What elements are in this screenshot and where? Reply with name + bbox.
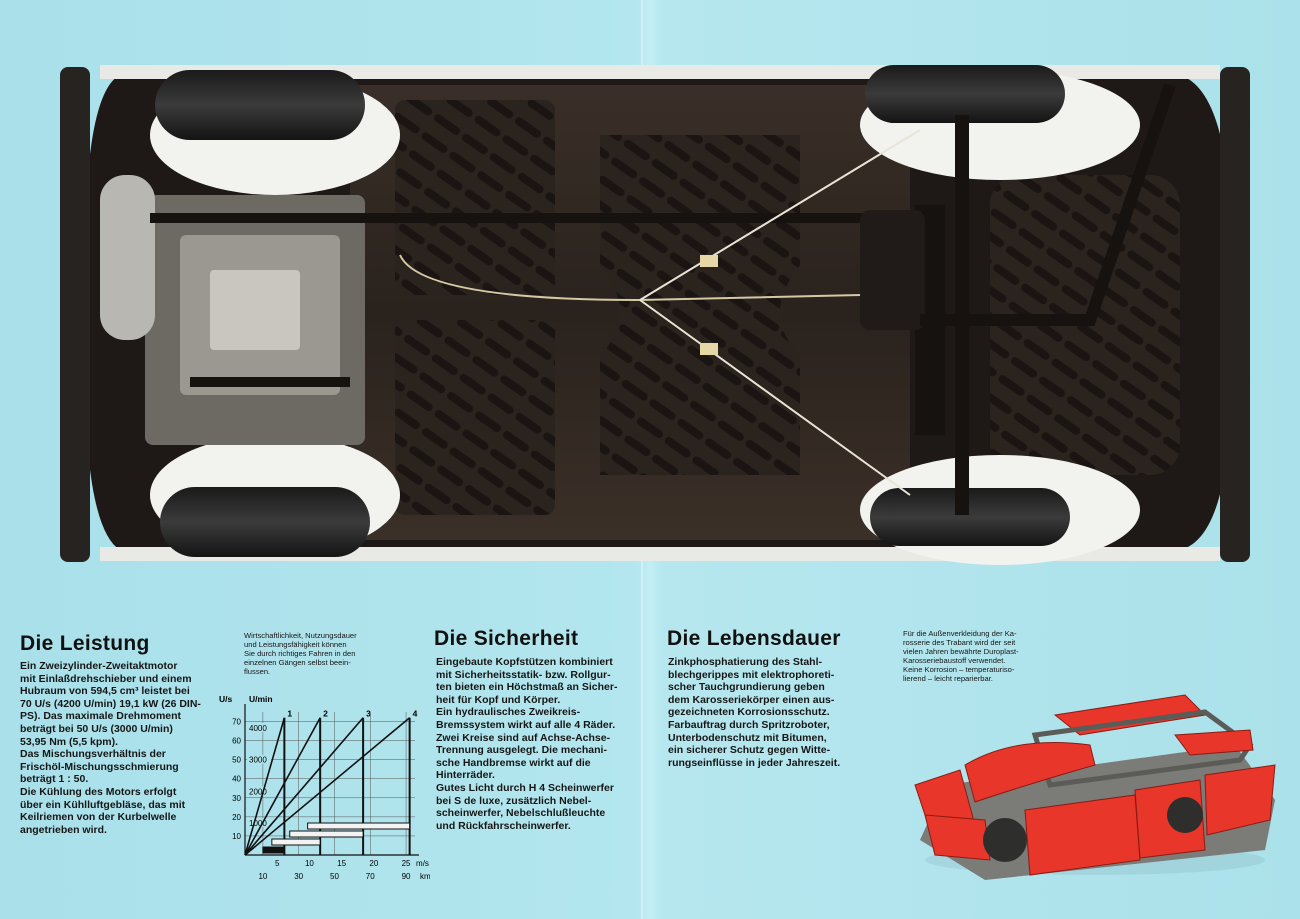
x-bottom-tick: 30 — [294, 872, 303, 881]
series-line-2 — [244, 717, 321, 856]
text-leistung: Ein Zweizylinder-Zweitaktmotor mit Einla… — [20, 660, 201, 836]
text-aussenverkleidung: Für die Außenverkleidung der Ka- rosseri… — [903, 629, 1019, 683]
y-right-label: U/min — [249, 694, 273, 704]
x-top-tick: 15 — [337, 859, 346, 868]
heading-sicherheit: Die Sicherheit — [434, 627, 579, 650]
x-bottom-tick: 50 — [330, 872, 339, 881]
x-top-tick: 5 — [275, 859, 280, 868]
y-right-tick-bg — [247, 754, 271, 764]
y-right-tick-bg — [247, 786, 271, 796]
y-left-tick: 50 — [232, 756, 241, 765]
y-left-tick: 20 — [232, 813, 241, 822]
x-bottom-tick: 90 — [402, 872, 411, 881]
gear-speed-chart: U/s U/min 10 20 30 40 50 60 70 1000 2000 3000 4000 10… — [219, 694, 430, 881]
y-right-tick-bg — [247, 722, 271, 732]
series-band-2 — [271, 838, 321, 846]
series-label-1: 1 — [287, 709, 292, 719]
car-underside-photo — [60, 65, 1250, 565]
x-bottom-tick: 10 — [258, 872, 267, 881]
y-left-label: U/s — [219, 694, 233, 704]
series-band-1 — [262, 846, 285, 854]
series-line-4 — [244, 717, 411, 856]
text-lebensdauer: Zinkphosphatierung des Stahl- blechgerip… — [668, 656, 841, 769]
x-top-tick: 10 — [305, 859, 314, 868]
y-left-tick: 70 — [232, 718, 241, 727]
y-left-tick: 10 — [232, 832, 241, 841]
y-left-tick: 40 — [232, 775, 241, 784]
y-right-tick: 4000 — [249, 724, 267, 733]
y-left-tick: 30 — [232, 794, 241, 803]
y-right-tick: 1000 — [249, 819, 267, 828]
series-band-3 — [289, 830, 364, 838]
series-line-3 — [244, 717, 364, 856]
y-right-tick: 2000 — [249, 787, 267, 796]
heading-lebensdauer: Die Lebensdauer — [667, 627, 841, 650]
y-left-tick: 60 — [232, 737, 241, 746]
x-top-tick: 20 — [369, 859, 378, 868]
series-label-2: 2 — [323, 709, 328, 719]
series-line-1 — [244, 717, 286, 856]
text-wirtschaftlichkeit: Wirtschaftlichkeit, Nutzungsdauer und Le… — [244, 631, 357, 676]
x-bottom-tick: 70 — [366, 872, 375, 881]
x-top-tick: 25 — [402, 859, 411, 868]
y-right-tick-bg — [247, 818, 271, 828]
y-right-tick: 3000 — [249, 756, 267, 765]
body-shell-illustration — [914, 694, 1276, 880]
text-sicherheit: Eingebaute Kopfstützen kombiniert mit Si… — [436, 656, 618, 832]
x-top-unit: m/s — [416, 859, 429, 868]
x-bottom-unit: km/h — [420, 872, 430, 881]
series-label-3: 3 — [366, 709, 371, 719]
heading-leistung: Die Leistung — [20, 632, 150, 655]
series-band-4 — [307, 822, 411, 830]
series-label-4: 4 — [413, 709, 418, 719]
